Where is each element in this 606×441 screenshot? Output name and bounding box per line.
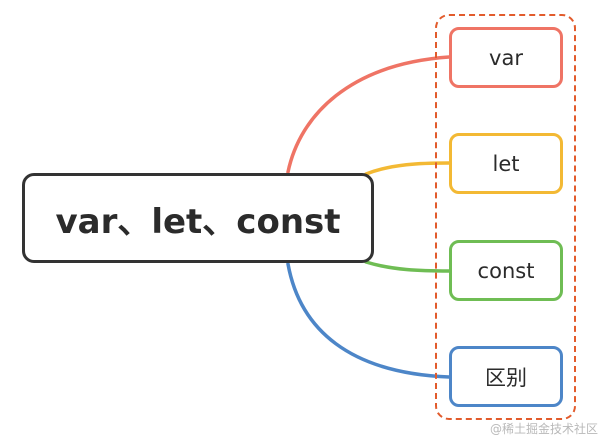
child-node-let[interactable]: let: [449, 133, 563, 194]
connector-let: [364, 161, 451, 176]
child-node-const-label: const: [477, 258, 535, 283]
connector-var: [286, 55, 451, 174]
watermark: @稀土掘金技术社区: [489, 422, 598, 436]
child-node-const[interactable]: const: [449, 240, 563, 301]
children-group-frame: [435, 14, 576, 420]
connector-diff: [286, 262, 451, 379]
child-node-var-label: var: [489, 45, 523, 70]
child-node-diff-label: 区别: [485, 365, 527, 390]
root-node-label: var、let、const: [55, 201, 341, 242]
child-node-var[interactable]: var: [449, 27, 563, 88]
root-node[interactable]: var、let、const: [22, 173, 374, 263]
child-node-diff[interactable]: 区别: [449, 346, 563, 407]
connector-const: [364, 260, 451, 273]
child-node-let-label: let: [492, 151, 520, 176]
